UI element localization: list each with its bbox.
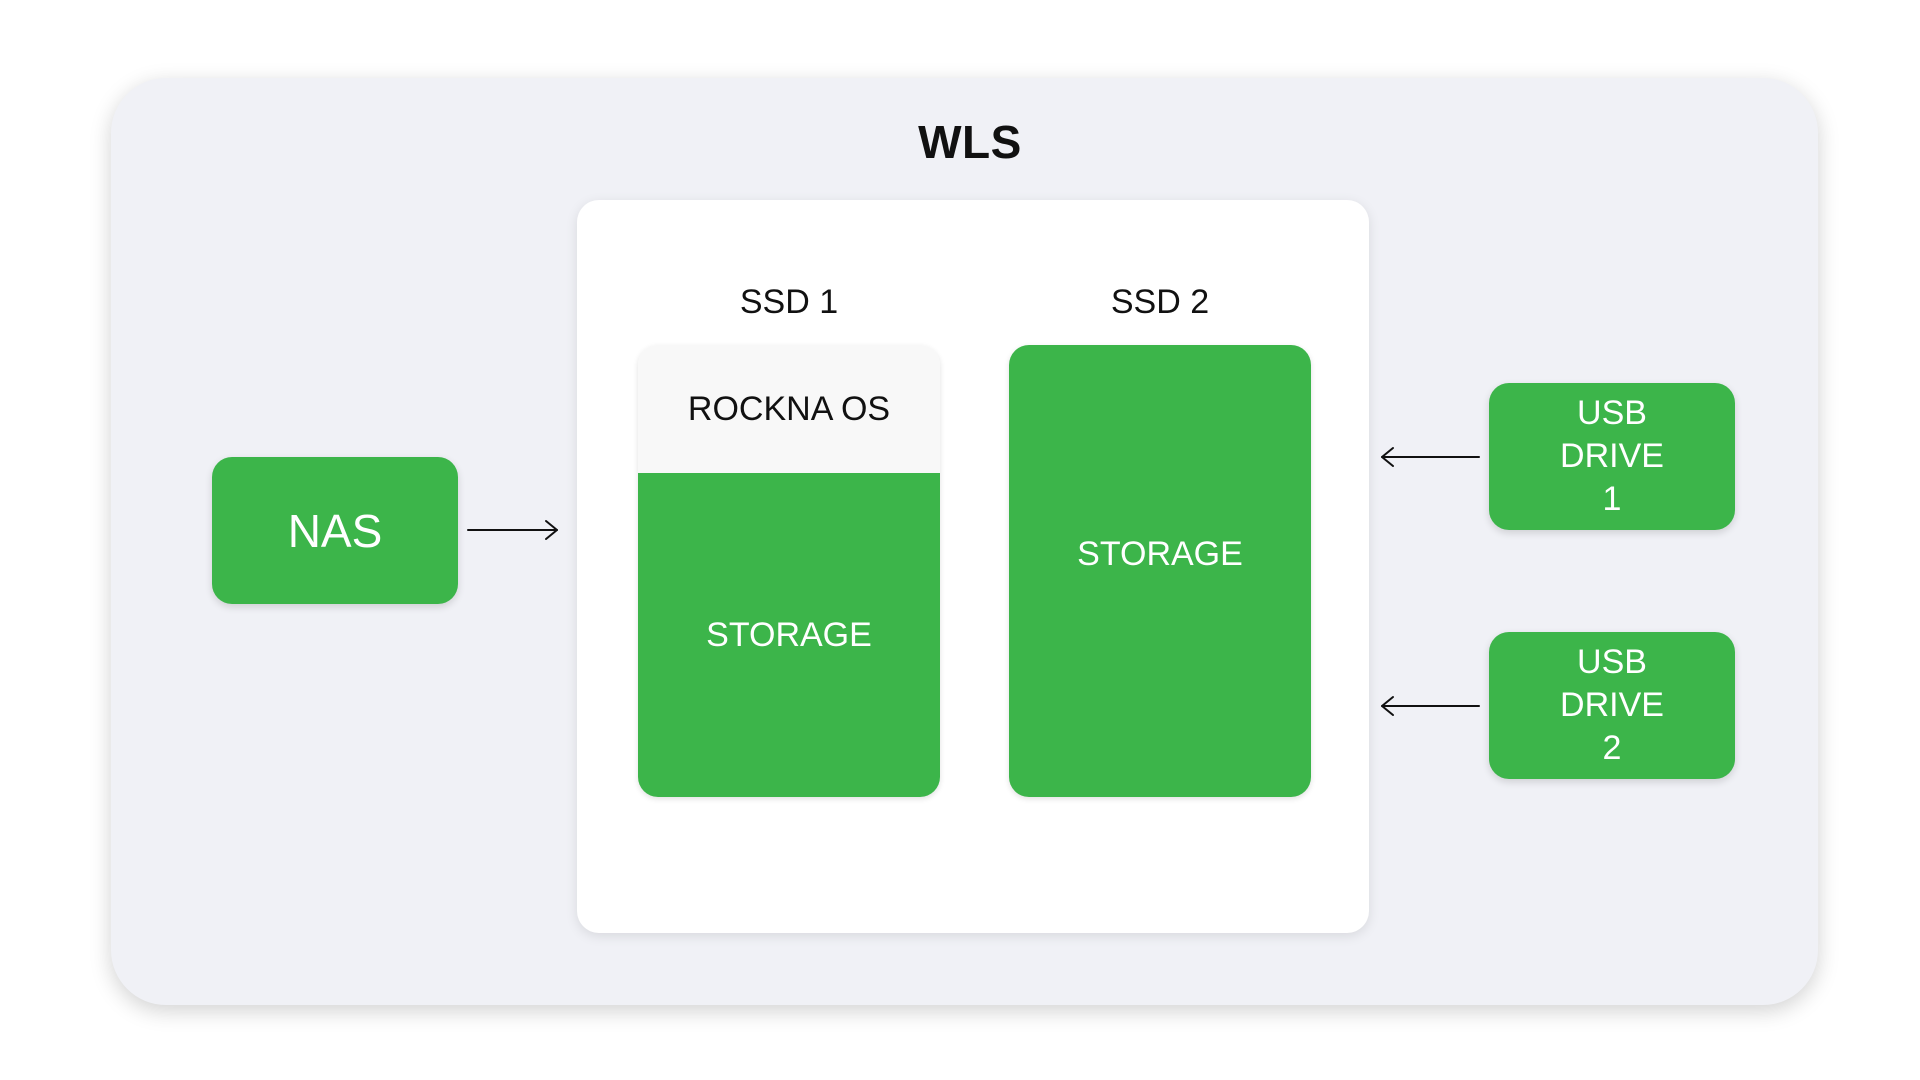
usb-drive-1-box: USB DRIVE 1	[1489, 383, 1735, 530]
ssd1-block: ROCKNA OS STORAGE	[638, 345, 940, 797]
nas-box: NAS	[212, 457, 458, 604]
ssd1-label: SSD 1	[739, 283, 839, 321]
usb-drive-1-line2: DRIVE	[1560, 437, 1664, 475]
usb-drive-2-box: USB DRIVE 2	[1489, 632, 1735, 779]
ssd2-block: STORAGE	[1009, 345, 1311, 797]
ssd2-label: SSD 2	[1110, 283, 1210, 321]
diagram-title: WLS	[918, 116, 1022, 168]
nas-label: NAS	[287, 504, 383, 557]
usb-drive-2-line3: 2	[1602, 729, 1622, 767]
ssd1-storage-partition: STORAGE	[638, 473, 940, 797]
usb-drive-1-line1: USB	[1577, 394, 1647, 432]
rockna-os-partition: ROCKNA OS	[638, 345, 940, 473]
usb-drive-2-line2: DRIVE	[1560, 686, 1664, 724]
ssd1-storage-label: STORAGE	[706, 615, 872, 654]
usb-drive-1-line3: 1	[1602, 480, 1622, 518]
rockna-os-label: ROCKNA OS	[687, 389, 891, 428]
usb-drive-2-line1: USB	[1577, 643, 1647, 681]
ssd2-storage-label: STORAGE	[1077, 535, 1243, 573]
